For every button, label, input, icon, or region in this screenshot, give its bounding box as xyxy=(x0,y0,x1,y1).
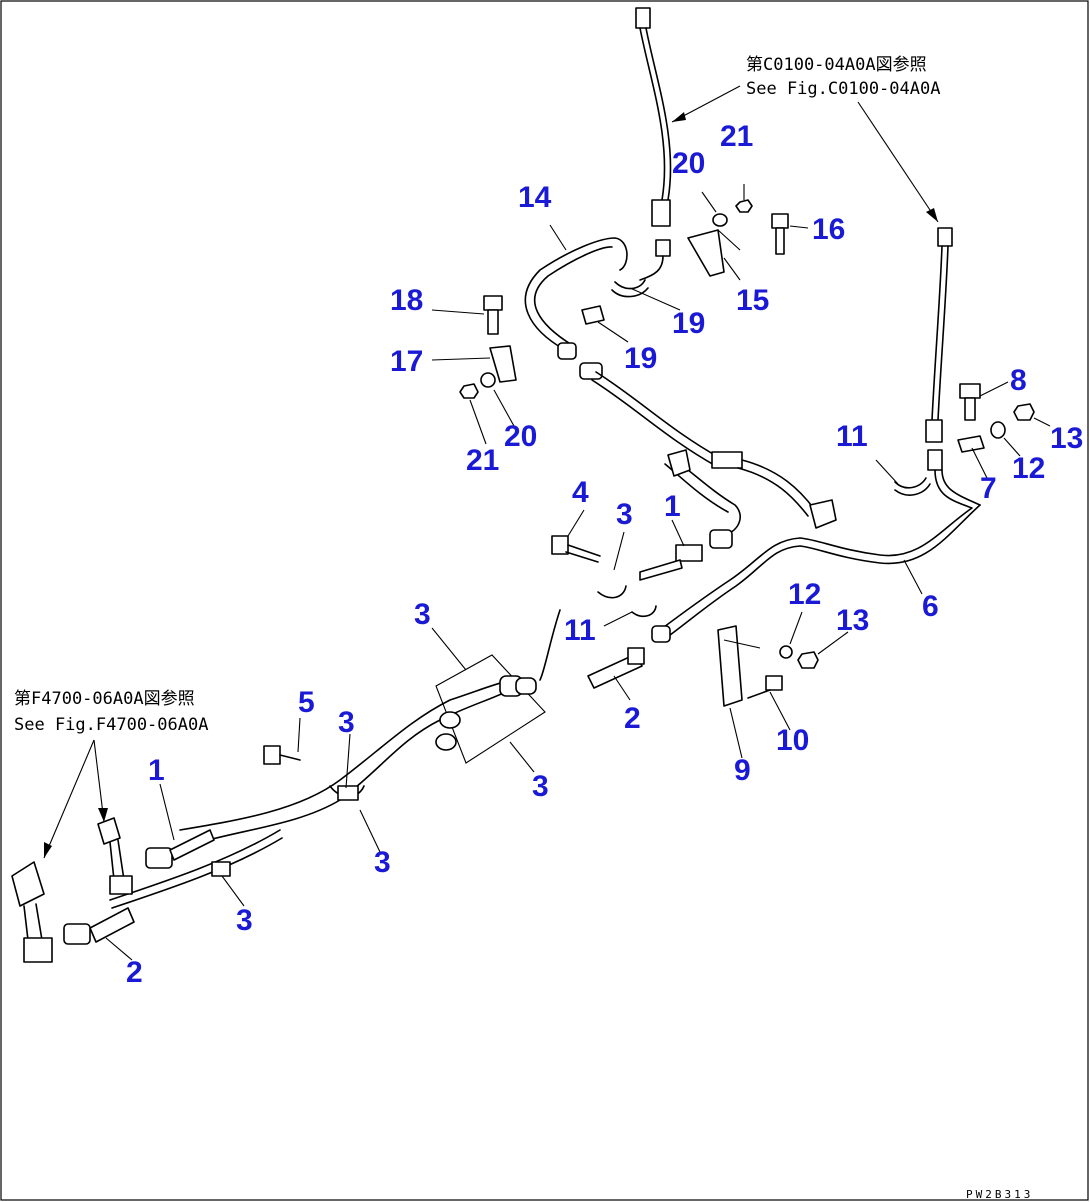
hose-lower-center xyxy=(579,362,837,529)
callout-20-top: 20 xyxy=(672,147,705,180)
callout-15: 15 xyxy=(736,284,769,317)
callout-3-box: 3 xyxy=(532,770,549,803)
clip-19-lower xyxy=(581,305,605,325)
ref-note-left-en: See Fig.F4700-06A0A xyxy=(14,715,208,735)
callout-13-top: 13 xyxy=(1050,422,1083,455)
washer-20-top xyxy=(712,213,728,227)
clamp-3-left xyxy=(329,785,365,801)
washer-20-left xyxy=(480,372,496,388)
callout-13-mid: 13 xyxy=(836,604,869,637)
callout-4: 4 xyxy=(572,476,589,509)
callout-14: 14 xyxy=(518,181,552,214)
clamp-3-lower xyxy=(211,861,231,877)
bolt-4 xyxy=(551,535,601,563)
elbow-left-large xyxy=(11,861,53,963)
callout-2-mid: 2 xyxy=(624,702,641,735)
bolt-16 xyxy=(771,213,789,255)
leader-lines xyxy=(43,85,1051,961)
callout-18: 18 xyxy=(390,284,423,317)
ref-note-left-jp: 第F4700-06A0A図参照 xyxy=(14,689,195,709)
bolt-8 xyxy=(959,383,981,421)
tube-6 xyxy=(651,469,981,643)
callout-2-lower: 2 xyxy=(126,956,143,989)
elbow-left-small xyxy=(97,817,133,895)
tube-clamp-box xyxy=(435,654,546,764)
clip-11-right xyxy=(894,477,931,496)
callout-3-lower-clamp: 3 xyxy=(374,846,391,879)
washer-12-top xyxy=(990,421,1006,439)
bracket-9 xyxy=(717,625,761,707)
ref-note-top-jp: 第C0100-04A0A図参照 xyxy=(746,55,927,75)
callout-10: 10 xyxy=(776,724,809,757)
callout-1-lower: 1 xyxy=(148,754,165,787)
bracket-15 xyxy=(687,229,741,277)
callout-3-bottom: 3 xyxy=(236,904,253,937)
clip-7 xyxy=(957,435,985,453)
callout-3-center: 3 xyxy=(616,498,633,531)
fitting-2-mid xyxy=(587,647,645,689)
callout-3-clamp: 3 xyxy=(338,706,355,739)
clip-3-mid xyxy=(539,585,627,681)
callout-5: 5 xyxy=(298,686,315,719)
callout-12-top: 12 xyxy=(1012,452,1045,485)
callout-7: 7 xyxy=(980,472,997,505)
bolt-5 xyxy=(263,745,301,765)
tube-14 xyxy=(524,237,628,360)
nut-13-top xyxy=(1013,403,1035,421)
callout-17: 17 xyxy=(390,345,423,378)
bolt-10 xyxy=(747,675,783,699)
callout-21-top: 21 xyxy=(720,120,753,153)
drawing-code: PW2B313 xyxy=(966,1188,1033,1201)
bracket-17 xyxy=(489,345,517,383)
callout-11-right: 11 xyxy=(836,420,868,453)
callout-16: 16 xyxy=(812,213,845,246)
washer-12-mid xyxy=(779,645,793,659)
fitting-1-lower xyxy=(145,829,215,869)
hose-right xyxy=(925,227,953,471)
callout-19-lower: 19 xyxy=(624,342,657,375)
callout-6: 6 xyxy=(922,590,939,623)
callout-1-center: 1 xyxy=(664,490,681,523)
nut-21-top xyxy=(735,199,753,213)
tube-1-center xyxy=(639,449,741,581)
callout-9: 9 xyxy=(734,754,751,787)
callout-12-mid: 12 xyxy=(788,578,821,611)
clip-11-mid xyxy=(631,605,657,618)
callout-20-left: 20 xyxy=(504,420,537,453)
fitting-2-lower xyxy=(63,907,135,945)
nut-21-left xyxy=(459,383,479,399)
hose-upper-center xyxy=(635,7,672,281)
callout-19-upper: 19 xyxy=(672,307,705,340)
callout-8: 8 xyxy=(1010,364,1027,397)
callout-11-mid: 11 xyxy=(564,614,596,647)
nut-13-mid xyxy=(797,651,819,669)
bolt-18 xyxy=(483,295,503,335)
callout-21-left: 21 xyxy=(466,444,499,477)
callout-3-upper-left: 3 xyxy=(414,598,431,631)
ref-note-top-en: See Fig.C0100-04A0A xyxy=(746,79,940,99)
tube-lower-left xyxy=(109,679,513,909)
